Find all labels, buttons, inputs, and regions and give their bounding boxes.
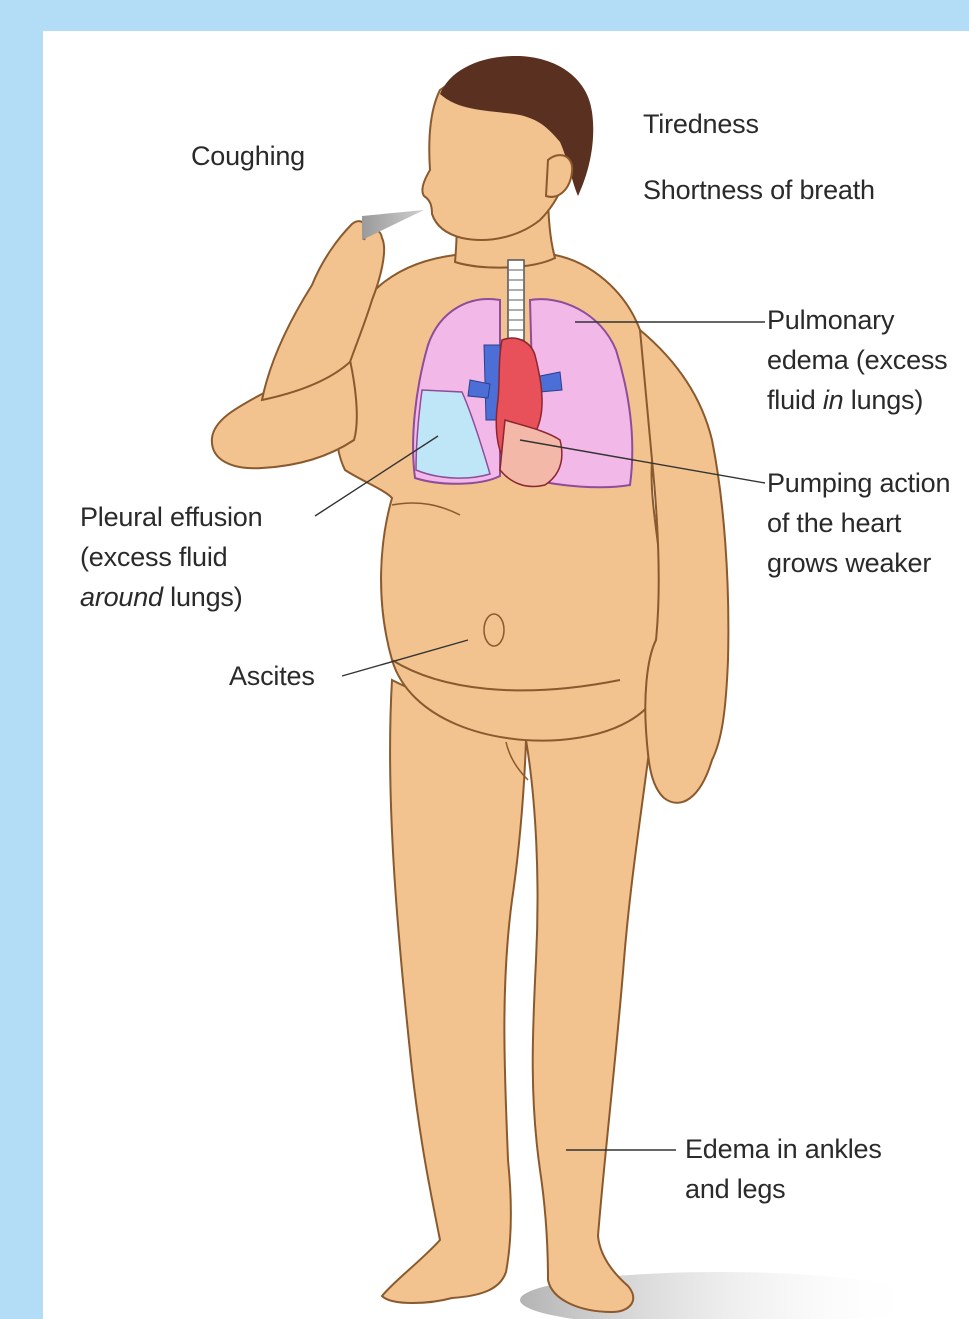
figure-panel: Coughing Tiredness Shortness of breath P…	[43, 31, 969, 1319]
right-leg	[382, 680, 526, 1303]
cough-spray	[362, 210, 424, 240]
label-ascites: Ascites	[229, 657, 315, 697]
label-edema-legs: Edema in ankles and legs	[685, 1130, 882, 1210]
pulmonary-vein-left	[540, 372, 562, 392]
label-pulmonary-edema: Pulmonary edema (excess fluid in lungs)	[767, 301, 947, 421]
label-tiredness: Tiredness	[643, 105, 759, 145]
label-pleural-effusion: Pleural effusion (excess fluid around lu…	[80, 498, 262, 618]
label-coughing: Coughing	[191, 137, 305, 177]
torso	[336, 255, 668, 741]
left-leg	[526, 690, 656, 1312]
ear	[546, 155, 572, 197]
label-pumping-action: Pumping action of the heart grows weaker	[767, 464, 950, 584]
label-shortness-of-breath: Shortness of breath	[643, 171, 875, 211]
heart-failure-illustration	[43, 31, 969, 1319]
